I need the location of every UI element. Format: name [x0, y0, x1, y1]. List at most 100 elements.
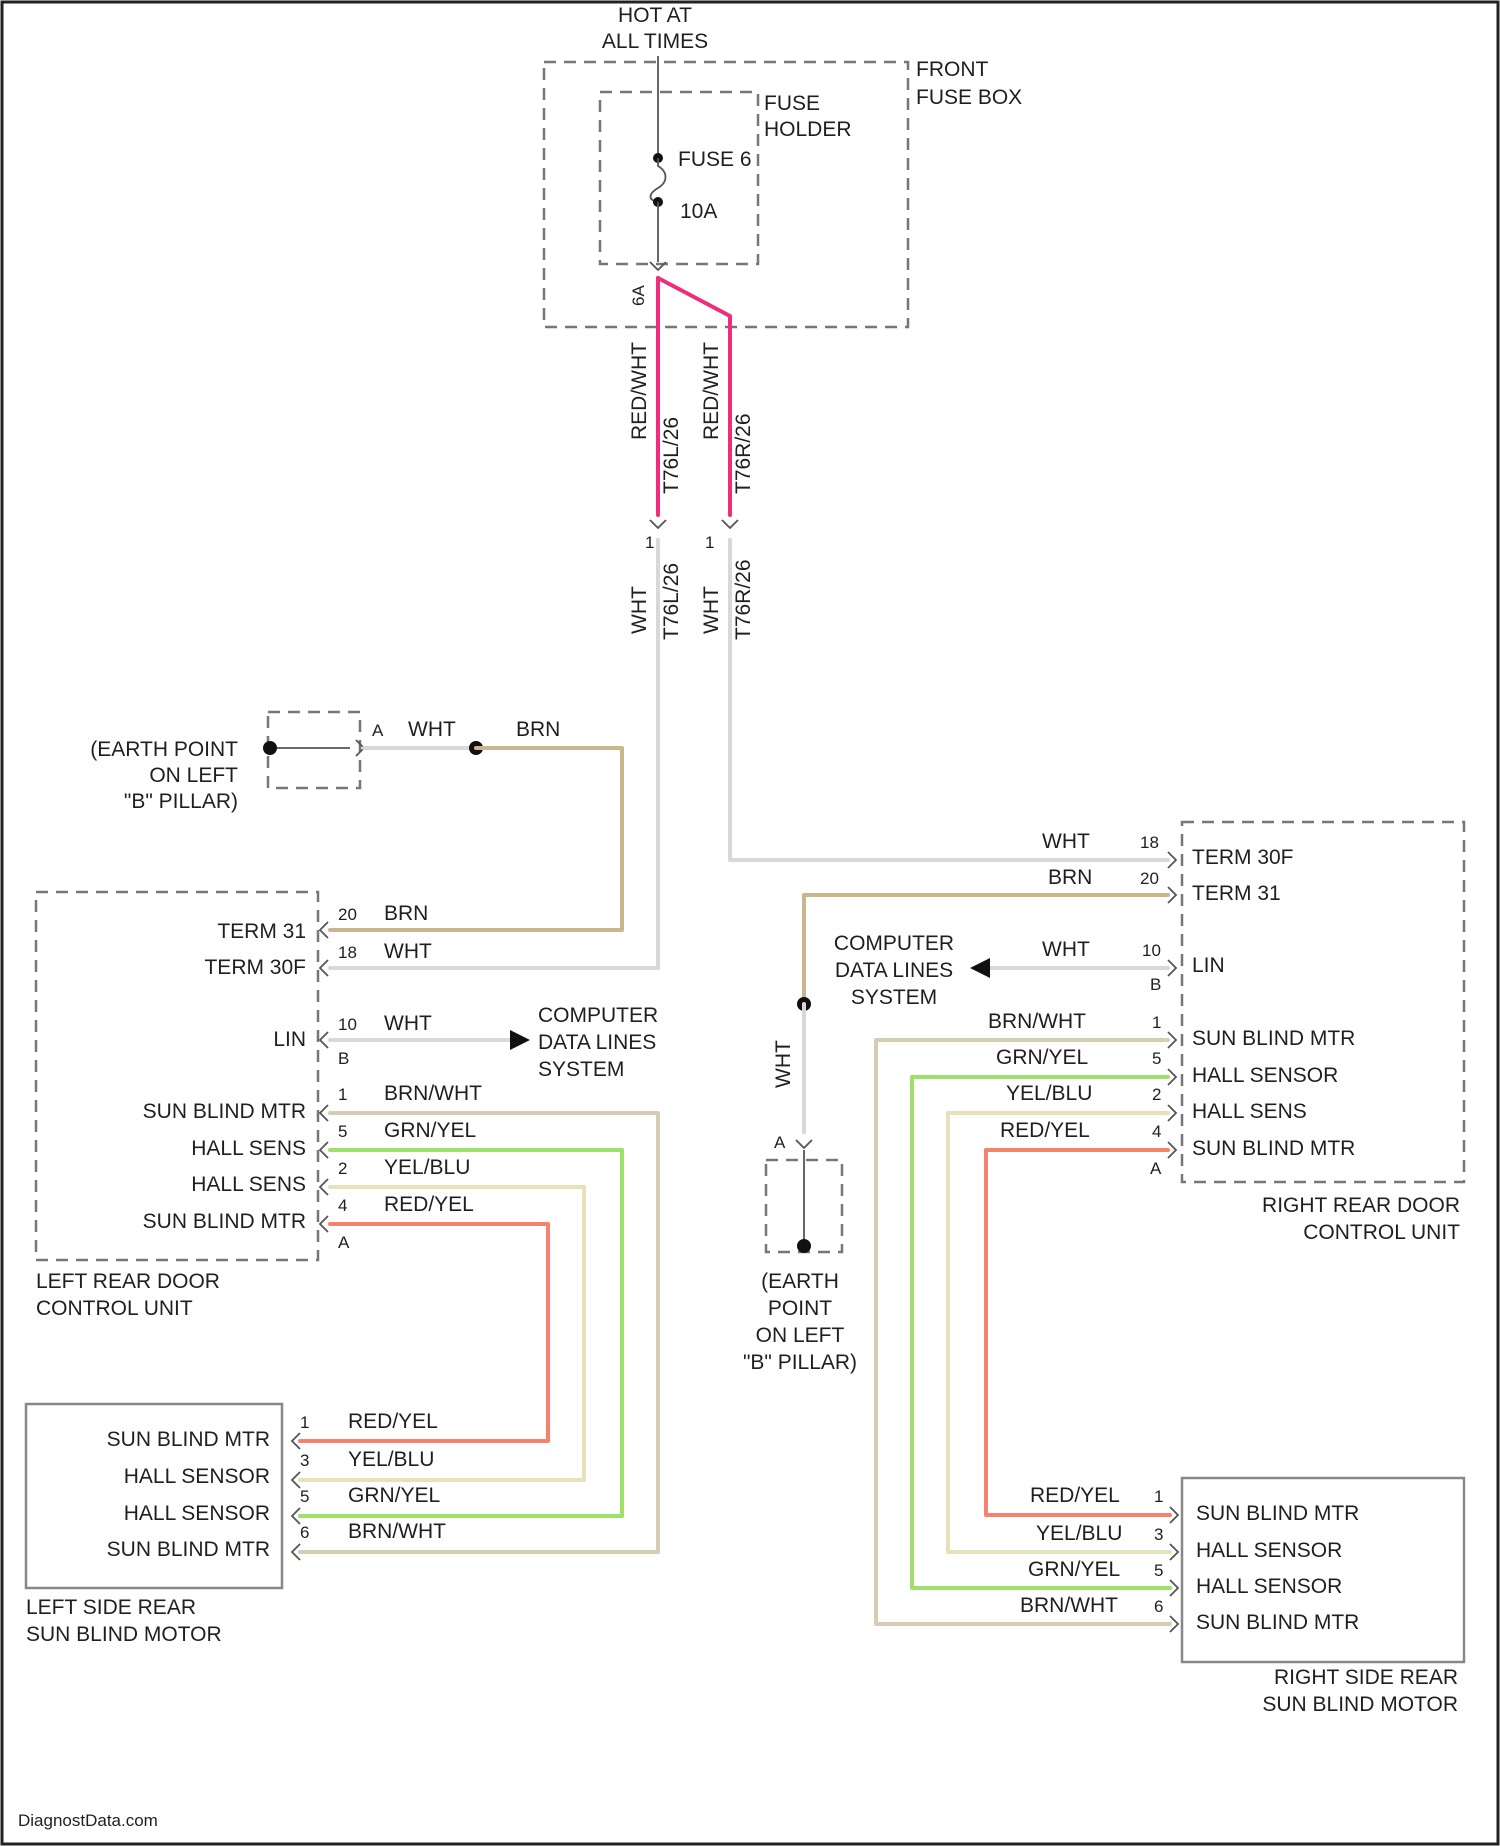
fuse-holder [600, 92, 758, 264]
left-motor-wire-2: YEL/BLU [348, 1448, 434, 1471]
left-conn-a-label: A [338, 1233, 350, 1252]
wire-earth-left-brn [330, 748, 622, 930]
right-motor-pin-2-num: 3 [1154, 1525, 1163, 1544]
inline-connector-right [722, 520, 738, 528]
right-wire-lin-label: WHT [1042, 938, 1090, 961]
right-rear-door-box [1182, 822, 1464, 1182]
left-wire-term30f-label: WHT [384, 940, 432, 963]
right-term31-label: TERM 31 [1192, 882, 1281, 905]
left-rear-door-control-unit: LEFT REAR DOOR CONTROL UNIT TERM 31 TERM… [36, 892, 658, 1320]
right-motor-pin-3-num: 5 [1154, 1561, 1163, 1580]
right-wire-mtr-b-label: RED/YEL [1000, 1119, 1090, 1142]
right-pin-term30f-num: 18 [1140, 833, 1159, 852]
earth-left-label-3: "B" PILLAR) [124, 790, 238, 813]
wire-label-right-feed-color: RED/WHT [700, 342, 723, 440]
right-motor-pin-1-num: 1 [1154, 1487, 1163, 1506]
left-motor-pin-3-num: 5 [300, 1487, 309, 1506]
right-pin-lin-num: 10 [1142, 941, 1161, 960]
left-hall-sens-b-label: HALL SENS [191, 1173, 306, 1196]
left-motor-label-2: HALL SENSOR [124, 1465, 270, 1488]
left-motor-name-2: SUN BLIND MOTOR [26, 1623, 222, 1646]
left-motor-wire-1: RED/YEL [348, 1410, 438, 1433]
cdl-left-label-2: DATA LINES [538, 1031, 656, 1054]
left-motor-label-3: HALL SENSOR [124, 1502, 270, 1525]
right-conn-b-label: B [1150, 975, 1161, 994]
wire-left-yel-blu [300, 1187, 584, 1480]
right-pin-hall-b-num: 2 [1152, 1085, 1161, 1104]
right-hall-sens-label: HALL SENS [1192, 1100, 1307, 1123]
wire-left-red-yel [300, 1224, 548, 1441]
left-conn-b-label: B [338, 1049, 349, 1068]
left-motor-label-4: SUN BLIND MTR [107, 1538, 270, 1561]
wire-label-right-lower-code: T76R/26 [732, 559, 755, 640]
left-motor-wire-3: GRN/YEL [348, 1484, 440, 1507]
right-sun-blind-mtr-b-label: SUN BLIND MTR [1192, 1137, 1355, 1160]
right-motor-wire-3: GRN/YEL [1028, 1558, 1120, 1581]
left-sun-blind-mtr-a-label: SUN BLIND MTR [143, 1100, 306, 1123]
feed-wires: RED/WHT T76L/26 RED/WHT T76R/26 1 1 WHT … [330, 278, 1168, 968]
earth-left-label-1: (EARTH POINT [90, 738, 238, 761]
right-motor-label-4: SUN BLIND MTR [1196, 1611, 1359, 1634]
center-earth-label-4: "B" PILLAR) [743, 1351, 857, 1374]
left-pin-term31-num: 20 [338, 905, 357, 924]
center-earth-label-2: POINT [768, 1297, 832, 1320]
right-wire-term31-label: BRN [1048, 866, 1092, 889]
right-term30f-label: TERM 30F [1192, 846, 1294, 869]
earth-left-ground-node [263, 741, 277, 755]
front-fuse-box-label-2: FUSE BOX [916, 86, 1022, 109]
front-fuse-box-label-1: FRONT [916, 58, 988, 81]
wire-wht-left-feed [330, 540, 658, 968]
wire-label-right-feed-code: T76R/26 [732, 413, 755, 494]
right-wire-hall-a-label: GRN/YEL [996, 1046, 1088, 1069]
right-sun-blind-mtr-a-label: SUN BLIND MTR [1192, 1027, 1355, 1050]
left-rear-door-box [36, 892, 318, 1260]
left-wire-mtr-a-label: BRN/WHT [384, 1082, 482, 1105]
fuse-rating: 10A [680, 200, 717, 223]
front-fuse-box [544, 62, 908, 327]
inline-connector-left-pin: 1 [645, 533, 654, 552]
left-rear-door-name-2: CONTROL UNIT [36, 1297, 193, 1320]
right-rear-door-name-2: CONTROL UNIT [1303, 1221, 1460, 1244]
left-pin-lin [320, 1032, 328, 1048]
all-times-label: ALL TIMES [602, 30, 708, 53]
left-term30f-label: TERM 30F [204, 956, 306, 979]
left-pin-mtr-a-num: 1 [338, 1085, 347, 1104]
right-lin-arrow [970, 958, 990, 978]
left-lin-label: LIN [273, 1028, 306, 1051]
left-pin-mtr-a [320, 1105, 328, 1121]
left-wire-term31-label: BRN [384, 902, 428, 925]
inline-connector-right-pin: 1 [705, 533, 714, 552]
right-pin-mtr-a-num: 1 [1152, 1013, 1161, 1032]
left-pin-hall-b [320, 1179, 328, 1195]
right-hall-sensor-label: HALL SENSOR [1192, 1064, 1338, 1087]
left-motor-pin-1-num: 1 [300, 1413, 309, 1432]
right-motor-wire-4: BRN/WHT [1020, 1594, 1118, 1617]
center-earth-pin [796, 1140, 812, 1148]
cdl-right-label-2: DATA LINES [835, 959, 953, 982]
right-motor-pin-4-num: 6 [1154, 1597, 1163, 1616]
center-earth-ground-node [797, 1239, 811, 1253]
right-motor-label-3: HALL SENSOR [1196, 1575, 1342, 1598]
right-conn-a-label: A [1150, 1159, 1162, 1178]
wire-right-grn-yel [912, 1077, 1170, 1588]
wire-label-left-feed-color: RED/WHT [628, 342, 651, 440]
inline-connector-left [650, 520, 666, 528]
earth-point-left: (EARTH POINT ON LEFT "B" PILLAR) A WHT B… [90, 712, 622, 930]
wire-right-red-yel [986, 1150, 1170, 1515]
left-pin-term30f [320, 960, 328, 976]
left-pin-hall-a [320, 1142, 328, 1158]
right-rear-door-name-1: RIGHT REAR DOOR [1262, 1194, 1460, 1217]
right-motor-label-1: SUN BLIND MTR [1196, 1502, 1359, 1525]
earth-left-wire2-label: BRN [516, 718, 560, 741]
cdl-left-label-1: COMPUTER [538, 1004, 658, 1027]
right-motor-label-2: HALL SENSOR [1196, 1539, 1342, 1562]
left-pin-hall-b-num: 2 [338, 1159, 347, 1178]
right-wire-mtr-a-label: BRN/WHT [988, 1010, 1086, 1033]
right-motor-wire-2: YEL/BLU [1036, 1522, 1122, 1545]
fuse-symbol [651, 158, 666, 202]
power-section: HOT AT ALL TIMES FRONT FUSE BOX FUSE HOL… [544, 4, 1022, 327]
center-earth-wire-label: WHT [772, 1040, 795, 1088]
wire-label-right-lower-color: WHT [700, 586, 723, 634]
right-motor-name-1: RIGHT SIDE REAR [1274, 1666, 1458, 1689]
